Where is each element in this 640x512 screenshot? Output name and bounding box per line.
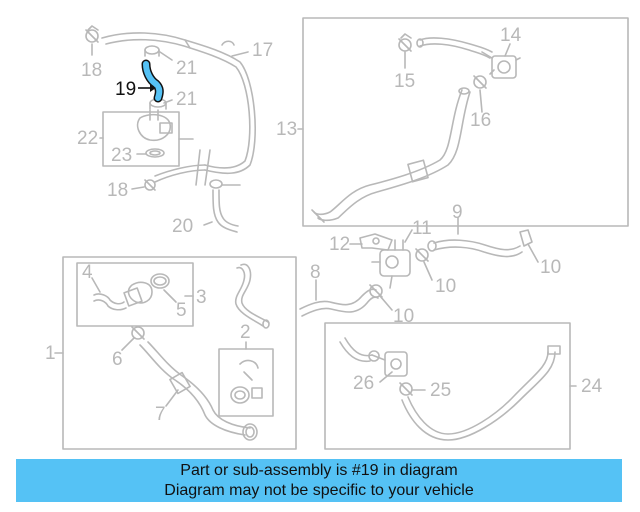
- hose-8: [299, 288, 379, 317]
- leader-7: [165, 389, 179, 407]
- clamp-10-middle: [415, 248, 429, 262]
- clamp-10-right: [519, 229, 533, 247]
- leader-17: [231, 51, 249, 57]
- label-16: 16: [470, 110, 492, 131]
- label-24: 24: [581, 376, 603, 397]
- parts-diagram: [54, 17, 629, 450]
- leader-26: [379, 371, 393, 383]
- info-banner: Part or sub-assembly is #19 in diagram D…: [16, 459, 622, 502]
- leader-10l: [379, 295, 393, 311]
- label-11: 11: [412, 218, 432, 239]
- clamp-6: [131, 326, 145, 340]
- clamp-21-right: [209, 179, 223, 189]
- label-26: 26: [353, 373, 375, 394]
- leader-10m: [423, 261, 433, 281]
- thermostat-14: [481, 51, 521, 79]
- leader-14: [504, 43, 511, 57]
- clamp-18-top: [85, 25, 99, 43]
- clamp-25: [399, 382, 413, 396]
- clamp-18-lower: [144, 179, 156, 191]
- group-box-1: [62, 256, 297, 450]
- group-box-3: [76, 262, 194, 327]
- clamp-21-top: [144, 45, 160, 57]
- label-10-middle: 10: [435, 276, 457, 297]
- bracket-12: [359, 233, 393, 251]
- label-22: 22: [77, 128, 99, 149]
- leader-20: [203, 221, 213, 226]
- clamp-16: [473, 75, 487, 89]
- fitting-3: [123, 281, 153, 307]
- label-17: 17: [252, 40, 274, 61]
- label-23: 23: [111, 145, 133, 166]
- label-4: 4: [82, 262, 93, 283]
- leader-4: [91, 277, 101, 293]
- clamp-15: [398, 33, 412, 52]
- banner-line-2: Diagram may not be specific to your vehi…: [164, 482, 474, 499]
- coolant-pipe-17: [101, 32, 256, 186]
- label-6: 6: [112, 349, 123, 370]
- oring-5: [150, 273, 170, 289]
- label-8: 8: [310, 262, 321, 283]
- label-19: 19: [115, 79, 137, 100]
- label-1: 1: [45, 343, 56, 364]
- label-12: 12: [329, 234, 351, 255]
- hose-20: [212, 189, 239, 233]
- part-2-content: [230, 359, 263, 404]
- leader-11: [404, 229, 413, 243]
- label-18-lower: 18: [107, 180, 129, 201]
- leader-21b: [163, 99, 173, 104]
- pipe-right-1: [234, 263, 270, 329]
- label-5: 5: [176, 300, 187, 321]
- label-10-left: 10: [393, 306, 415, 327]
- housing-11: [371, 239, 411, 289]
- water-pump-22: [136, 109, 173, 158]
- hose-9: [427, 239, 523, 258]
- leader-21a: [159, 51, 173, 61]
- label-21-mid: 21: [176, 89, 198, 110]
- label-13: 13: [276, 119, 298, 140]
- hose-4: [93, 293, 127, 311]
- clamp-10-left: [369, 284, 383, 298]
- label-15: 15: [394, 71, 416, 92]
- group-box-2: [218, 348, 274, 417]
- clamp-26-small: [368, 350, 380, 362]
- hose-7: [139, 341, 258, 441]
- radiator-hose-13: [311, 37, 493, 223]
- leader-10r: [527, 243, 539, 263]
- label-25: 25: [430, 380, 452, 401]
- label-7: 7: [155, 404, 166, 425]
- label-18-top: 18: [81, 60, 103, 81]
- label-9: 9: [452, 202, 463, 223]
- hose-24: [339, 337, 561, 441]
- label-2: 2: [240, 322, 251, 343]
- label-10-right: 10: [540, 257, 562, 278]
- label-20: 20: [172, 216, 194, 237]
- label-14: 14: [500, 25, 522, 46]
- group-box-13: [302, 17, 629, 227]
- banner-line-1: Part or sub-assembly is #19 in diagram: [180, 462, 458, 479]
- hose-19-highlighted: [141, 59, 164, 103]
- tee-26: [371, 351, 408, 377]
- label-3: 3: [196, 287, 207, 308]
- leader-19: [138, 84, 156, 92]
- leader-6: [121, 337, 135, 351]
- leader-5: [163, 289, 177, 303]
- leader-16: [479, 89, 483, 113]
- label-21-top: 21: [176, 58, 198, 79]
- leader-18b: [131, 186, 145, 190]
